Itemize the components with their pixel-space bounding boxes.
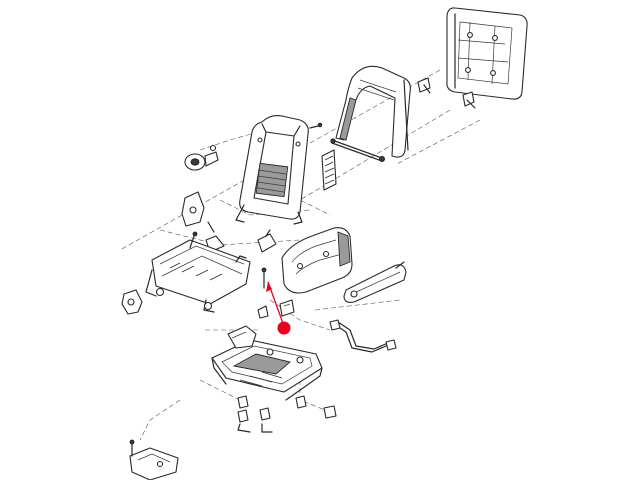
seat-cushion-pad	[281, 227, 353, 294]
fastener-set	[237, 395, 337, 433]
frame-bolt-top	[309, 122, 323, 129]
lower-mount-bracket	[129, 439, 179, 480]
back-clip-right	[462, 91, 476, 109]
seat-base-tray	[211, 325, 323, 401]
track-bolt	[261, 267, 267, 289]
headrest-guide-rod	[330, 138, 385, 162]
back-clip-left	[417, 77, 431, 94]
side-shield	[343, 261, 407, 303]
latch-bracket	[257, 229, 277, 253]
retainer-clip	[279, 299, 295, 317]
wire-harness	[329, 319, 397, 353]
seat-back-frame	[235, 115, 309, 225]
seat-back-pad	[335, 65, 411, 158]
recliner-motor	[184, 144, 219, 171]
seat-track-assembly	[145, 231, 251, 313]
seat-back-panel	[446, 7, 528, 100]
red-dot-arrow-icon	[266, 281, 291, 335]
lumbar-strip	[321, 149, 337, 191]
track-end-cap	[121, 289, 143, 315]
push-pin	[257, 305, 269, 319]
side-bracket-left	[181, 191, 215, 233]
